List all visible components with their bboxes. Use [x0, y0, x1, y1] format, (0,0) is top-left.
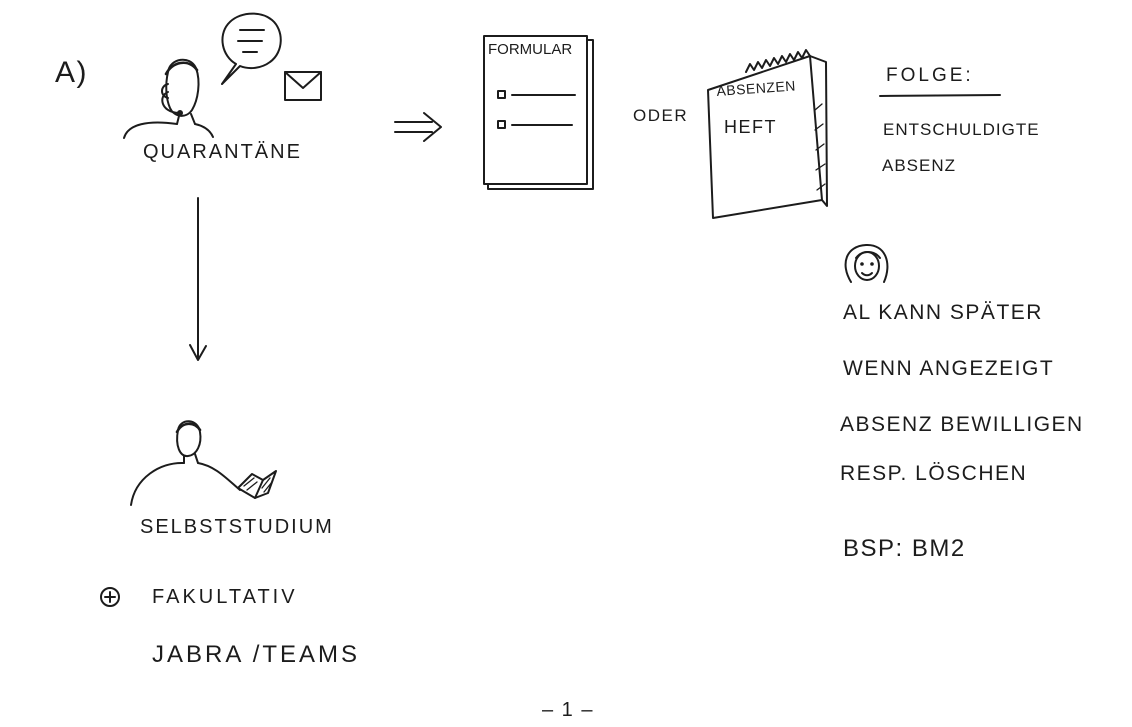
envelope-icon — [284, 71, 322, 101]
double-arrow-right-icon — [394, 112, 442, 142]
or-label: ODER — [633, 106, 689, 125]
form-sheet-icon — [483, 35, 594, 190]
optional-label: FAKULTATIV — [152, 586, 298, 608]
booklet-title-line2: HEFT — [724, 117, 777, 137]
self-study-label: SELBSTSTUDIUM — [140, 516, 334, 538]
down-arrow-icon — [189, 197, 207, 361]
title-underline — [879, 94, 1001, 97]
example-label: BSP: BM2 — [843, 535, 966, 562]
quarantine-label: QUARANTÄNE — [143, 141, 302, 163]
woman-avatar-icon — [844, 243, 889, 283]
page-number: – 1 – — [542, 699, 594, 721]
person-headset-icon — [123, 58, 214, 139]
plus-circle-icon — [100, 587, 120, 607]
person-reading-icon — [130, 420, 277, 506]
consequence-title: FOLGE: — [886, 65, 974, 86]
note-line: ABSENZ BEWILLIGEN — [840, 413, 1084, 436]
consequence-line: ABSENZ — [882, 156, 957, 175]
note-line: RESP. LÖSCHEN — [840, 462, 1028, 485]
section-label: A) — [55, 56, 88, 89]
note-line: WENN ANGEZEIGT — [843, 357, 1055, 380]
consequence-line: ENTSCHULDIGTE — [883, 120, 1040, 139]
tools-label: JABRA /TEAMS — [152, 641, 361, 668]
form-title: FORMULAR — [488, 41, 573, 58]
booklet-icon — [707, 49, 828, 219]
note-line: AL KANN SPÄTER — [843, 301, 1043, 324]
speech-bubble-icon — [221, 12, 282, 85]
